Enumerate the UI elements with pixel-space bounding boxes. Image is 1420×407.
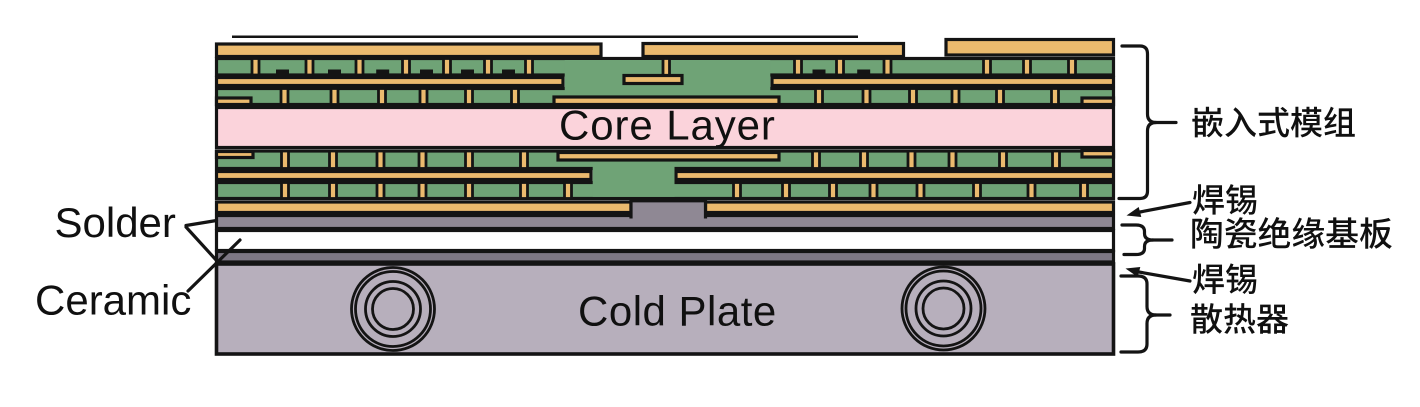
svg-text:Core Layer: Core Layer [559,102,776,149]
svg-text:Cold Plate: Cold Plate [578,288,777,335]
svg-text:Solder: Solder [55,199,176,246]
svg-text:Ceramic: Ceramic [35,277,191,324]
